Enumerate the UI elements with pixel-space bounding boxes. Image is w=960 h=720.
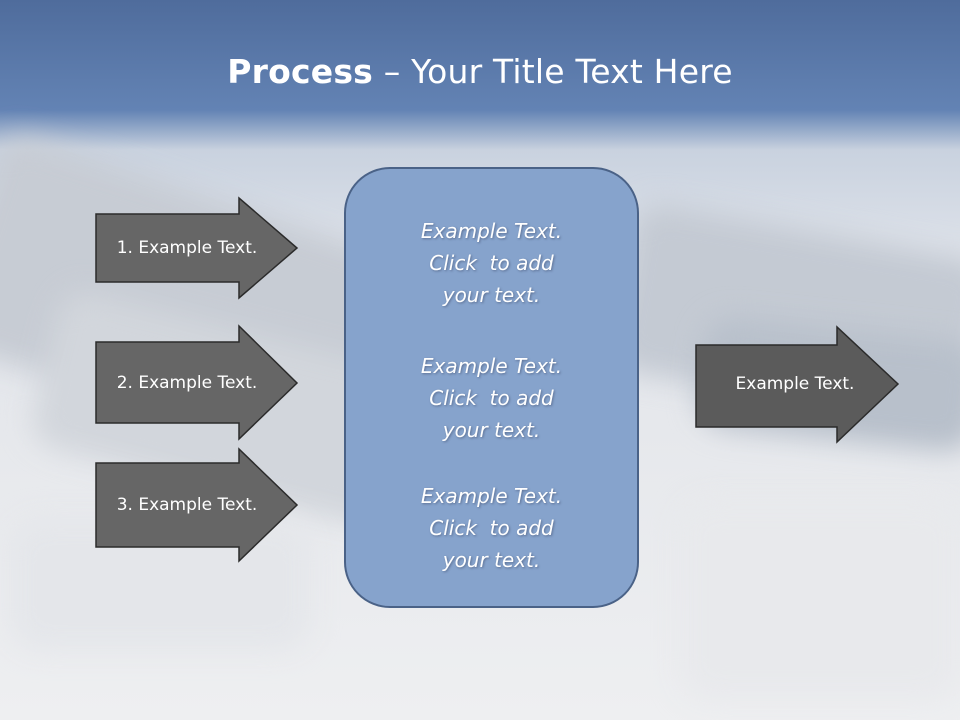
- content-line: Example Text.: [420, 354, 563, 378]
- result-arrow-label: Example Text.: [735, 374, 855, 394]
- content-line: Click to add: [429, 251, 554, 275]
- arrow-right-icon: [95, 196, 299, 300]
- title-bold: Process: [227, 52, 374, 91]
- step-arrow-3[interactable]: 3. Example Text.: [95, 447, 299, 563]
- slide-title[interactable]: Process – Your Title Text Here: [0, 52, 960, 91]
- content-paragraph-3: Example Text. Click to add your text.: [346, 480, 637, 576]
- step-arrow-label: 3. Example Text.: [116, 495, 258, 515]
- step-arrow-2[interactable]: 2. Example Text.: [95, 324, 299, 441]
- title-text: – Your Title Text Here: [373, 52, 733, 91]
- content-paragraph-1: Example Text. Click to add your text.: [346, 215, 637, 311]
- arrow-right-icon: [695, 325, 900, 444]
- title-bar: Process – Your Title Text Here: [0, 0, 960, 150]
- content-box[interactable]: Example Text. Click to add your text. Ex…: [344, 167, 639, 608]
- arrow-right-icon: [95, 447, 299, 563]
- content-line: Click to add: [429, 386, 554, 410]
- result-arrow[interactable]: Example Text.: [695, 325, 900, 444]
- content-line: Click to add: [429, 516, 554, 540]
- step-arrow-1[interactable]: 1. Example Text.: [95, 196, 299, 300]
- content-line: Example Text.: [420, 219, 563, 243]
- content-paragraph-2: Example Text. Click to add your text.: [346, 350, 637, 446]
- content-line: Example Text.: [420, 484, 563, 508]
- content-line: your text.: [442, 283, 541, 307]
- content-line: your text.: [442, 548, 541, 572]
- content-line: your text.: [442, 418, 541, 442]
- step-arrow-label: 2. Example Text.: [116, 373, 258, 393]
- arrow-right-icon: [95, 324, 299, 441]
- step-arrow-label: 1. Example Text.: [116, 238, 258, 258]
